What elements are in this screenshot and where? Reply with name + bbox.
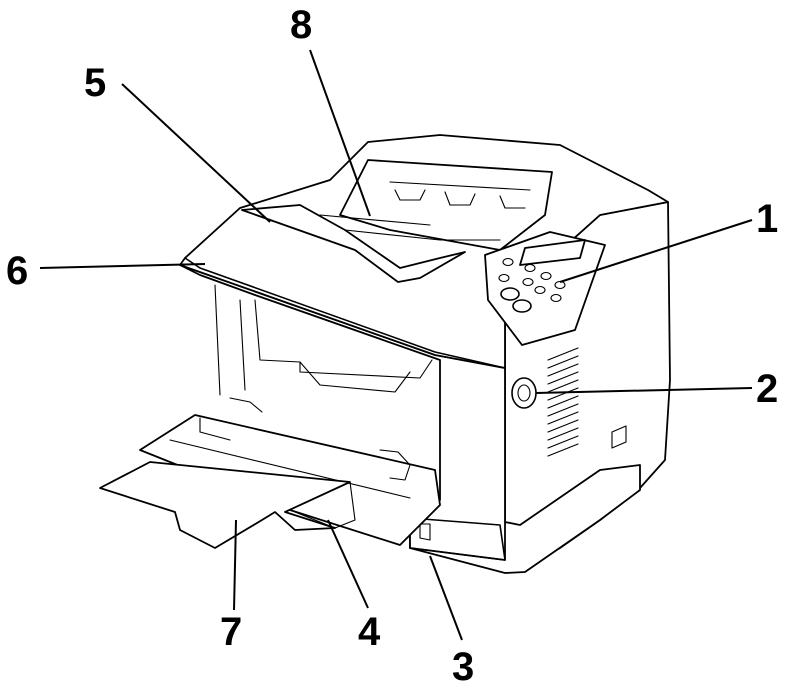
leader-lines	[39, 49, 753, 641]
tray-extension	[99, 461, 351, 549]
vent-grille	[547, 347, 579, 457]
leader-line-6	[39, 263, 206, 269]
output-support-flap	[241, 204, 466, 283]
lcd-display	[519, 239, 586, 266]
leader-line-4	[327, 519, 369, 609]
control-panel-buttons	[498, 257, 566, 313]
callout-8: 8	[290, 3, 312, 47]
leader-line-8	[309, 49, 371, 217]
callout-6: 6	[6, 249, 28, 293]
callout-5: 5	[84, 61, 106, 105]
callout-2: 2	[756, 367, 778, 411]
leader-line-3	[429, 555, 463, 641]
callout-3: 3	[452, 645, 474, 689]
callout-7: 7	[220, 610, 242, 654]
printer-illustration	[99, 134, 671, 574]
leader-line-1	[559, 219, 753, 283]
callout-4: 4	[358, 610, 381, 654]
callout-1: 1	[756, 197, 778, 241]
leader-line-5	[121, 83, 271, 223]
leader-line-2	[535, 387, 753, 394]
callout-numbers: 1 2 3 4 5 6 7 8	[6, 3, 778, 689]
paper-tray	[409, 517, 506, 561]
leader-line-7	[233, 519, 237, 611]
